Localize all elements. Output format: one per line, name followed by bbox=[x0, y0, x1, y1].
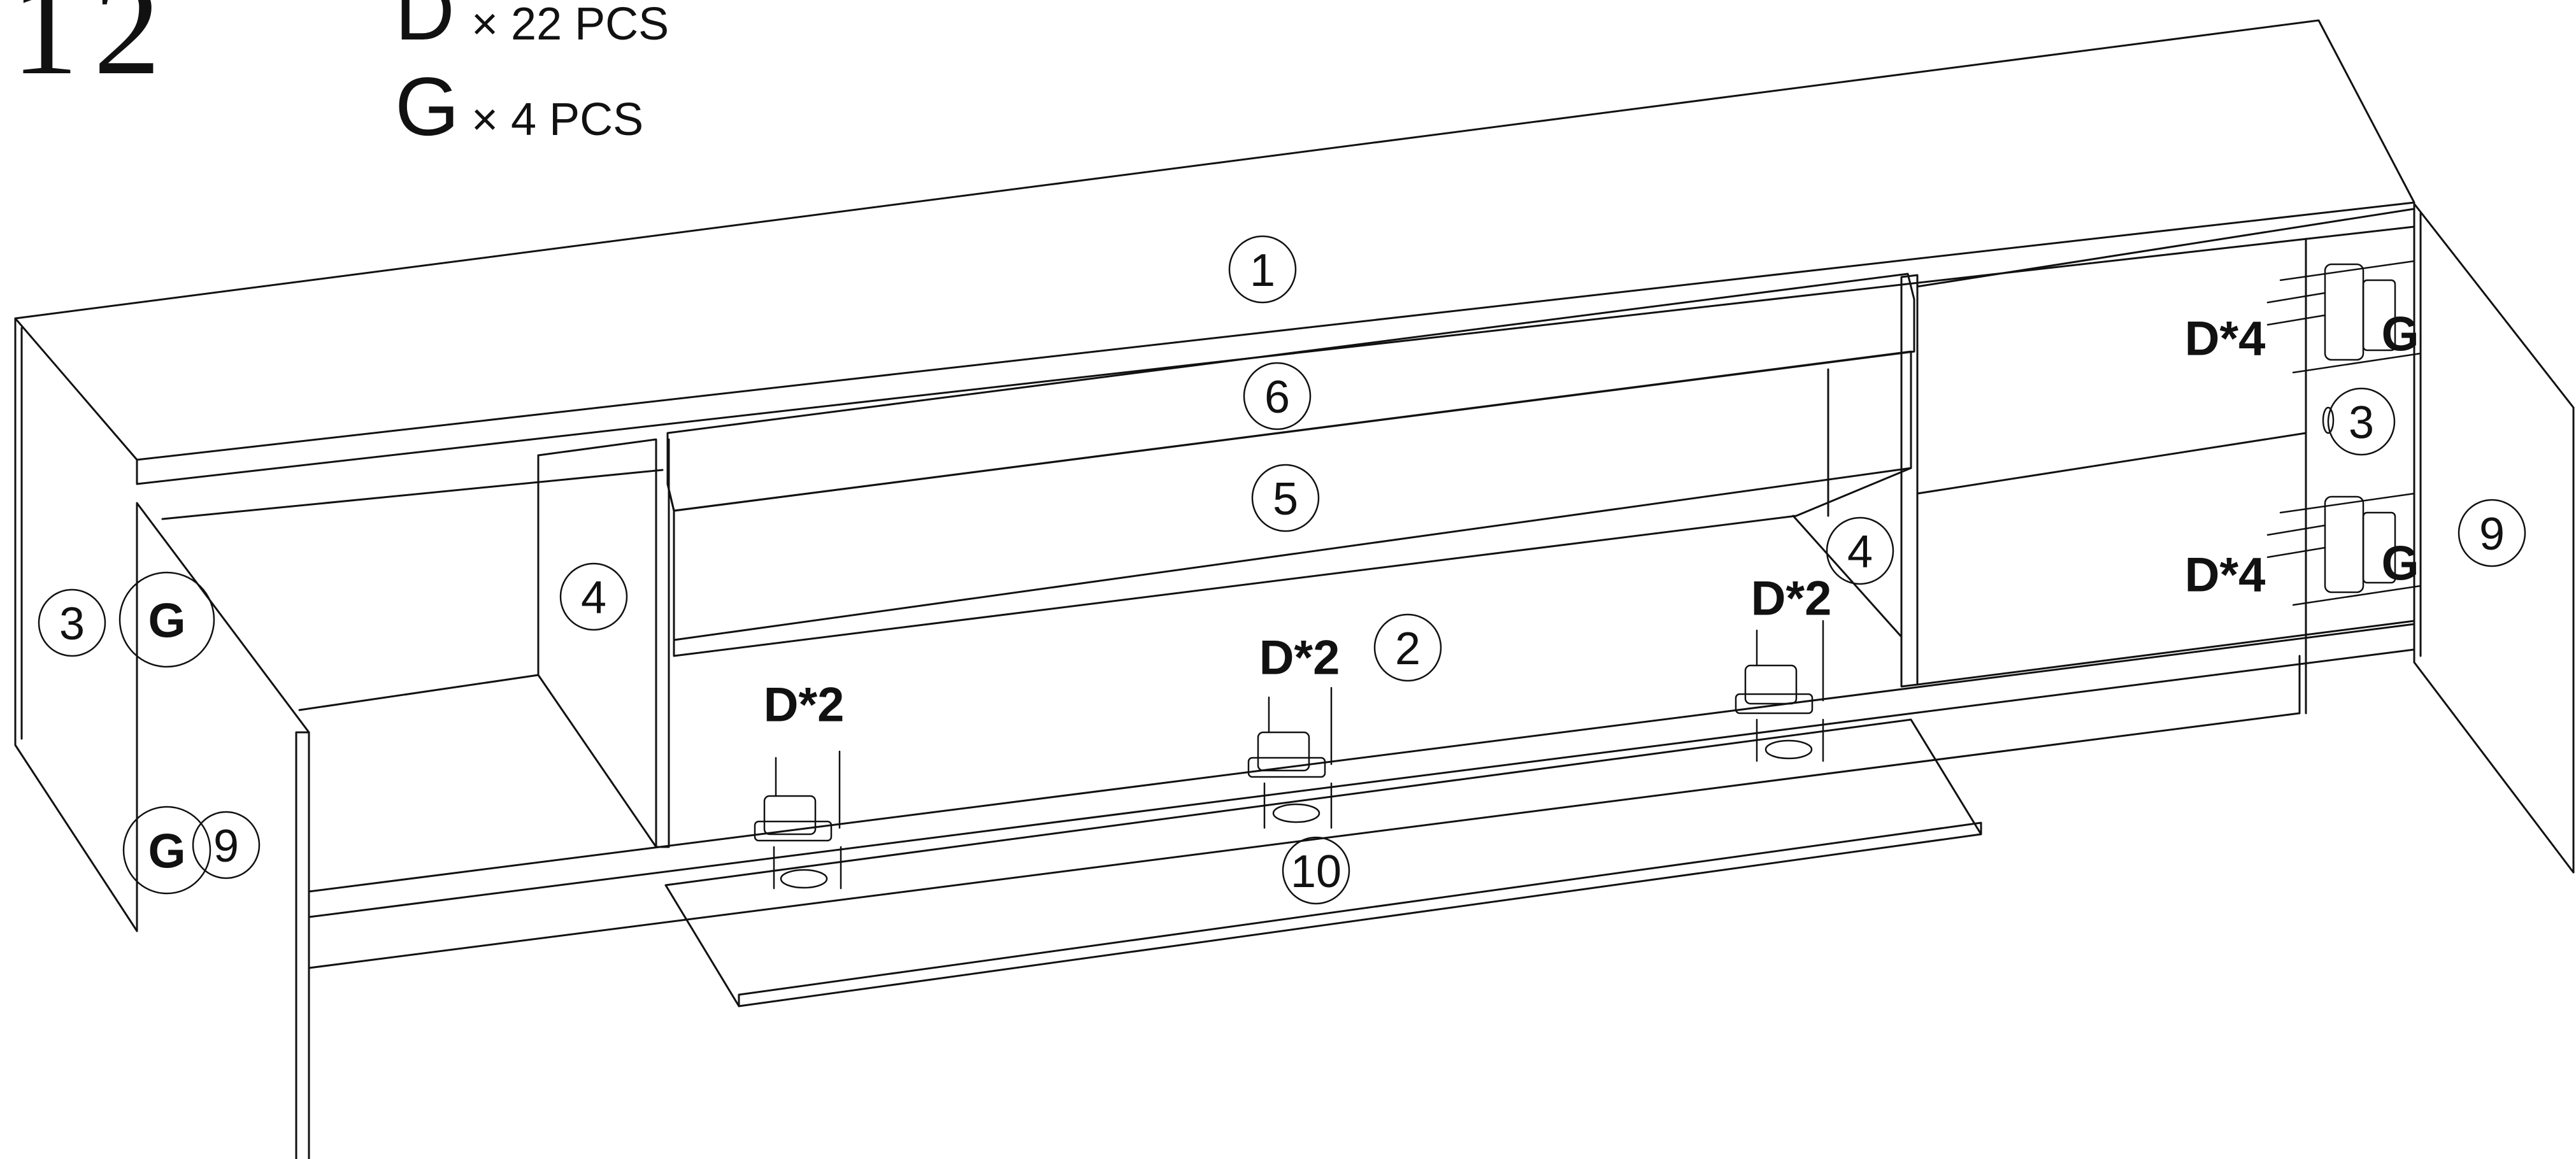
callout-10: 10 bbox=[1291, 846, 1342, 897]
callout-circle-4-right bbox=[1826, 516, 1894, 585]
hinge-flap-left bbox=[754, 750, 842, 890]
callout-5: 5 bbox=[1273, 474, 1298, 525]
right-compartment-mid bbox=[1916, 432, 2307, 495]
part-quantity: × 22 PCS bbox=[471, 0, 669, 50]
back-rail-edge bbox=[666, 483, 675, 512]
bottom-panel bbox=[308, 623, 2415, 918]
right-compartment-bottom bbox=[1916, 620, 2415, 686]
part-quantity: × 4 PCS bbox=[471, 94, 644, 145]
callout-9-right: 9 bbox=[2479, 509, 2505, 560]
callout-6: 6 bbox=[1264, 372, 1290, 423]
back-wall-top bbox=[161, 469, 664, 520]
step-number: 12 bbox=[11, 0, 176, 103]
left-door bbox=[136, 502, 310, 1159]
callout-4-left: 4 bbox=[581, 572, 606, 623]
screw-label-right-upper: D*4 bbox=[2185, 312, 2266, 366]
callout-circle-1 bbox=[1228, 235, 1297, 304]
back-wall-bottom-left bbox=[298, 674, 540, 711]
callout-circle-4-left bbox=[559, 562, 628, 631]
right-compartment-top bbox=[1916, 208, 2415, 288]
callout-circle-6 bbox=[1243, 362, 1312, 430]
part-letter: D bbox=[395, 0, 455, 57]
screw-label-right-lower: D*4 bbox=[2185, 548, 2266, 602]
left-divider-bottom bbox=[537, 674, 657, 848]
callout-9-left: 9 bbox=[213, 821, 239, 872]
hinge-label-right-upper: G bbox=[2381, 308, 2419, 362]
right-divider-diag bbox=[1792, 515, 1903, 638]
bottom-panel-lower bbox=[308, 655, 2301, 969]
top-panel-front-edge bbox=[136, 225, 2415, 485]
top-panel bbox=[14, 19, 2415, 461]
callout-3-right: 3 bbox=[2349, 397, 2374, 448]
callout-circle-3-left bbox=[38, 588, 106, 657]
callout-circle-2 bbox=[1373, 613, 1442, 682]
right-door bbox=[2413, 203, 2575, 874]
screw-label-flap-right: D*2 bbox=[1751, 572, 1832, 626]
hinge-circle-left-lower bbox=[122, 806, 211, 895]
hinge-flap-mid bbox=[1247, 686, 1333, 829]
callout-4-right: 4 bbox=[1847, 527, 1873, 578]
left-side-panel bbox=[14, 317, 138, 932]
shelf-front bbox=[673, 467, 1912, 657]
callout-circle-9-left bbox=[192, 811, 261, 879]
screw-label-flap-left: D*2 bbox=[764, 678, 845, 732]
callout-1: 1 bbox=[1250, 245, 1275, 296]
hinge-right-upper bbox=[2266, 260, 2422, 434]
callout-circle-5 bbox=[1251, 464, 1320, 532]
hinge-label-right-lower: G bbox=[2381, 537, 2419, 591]
hinge-label-left-lower: G bbox=[148, 825, 185, 879]
hinge-right-lower bbox=[2266, 492, 2422, 606]
callout-3-left: 3 bbox=[59, 599, 85, 650]
callout-circle-9-right bbox=[2458, 499, 2526, 567]
callout-2: 2 bbox=[1395, 623, 1420, 674]
screw-label-flap-mid: D*2 bbox=[1259, 631, 1340, 685]
part-letter: G bbox=[395, 60, 460, 153]
callout-circles bbox=[38, 235, 2526, 905]
flap-door bbox=[664, 718, 1982, 1007]
hinge-label-left-upper: G bbox=[148, 594, 185, 648]
callout-circle-10 bbox=[1282, 836, 1350, 905]
callout-circle-3-right bbox=[2327, 387, 2396, 456]
hinge-circle-left-upper bbox=[118, 571, 215, 668]
left-divider bbox=[537, 438, 670, 848]
hinge-flap-right bbox=[1735, 620, 1824, 762]
cabinet-body bbox=[14, 19, 2415, 969]
